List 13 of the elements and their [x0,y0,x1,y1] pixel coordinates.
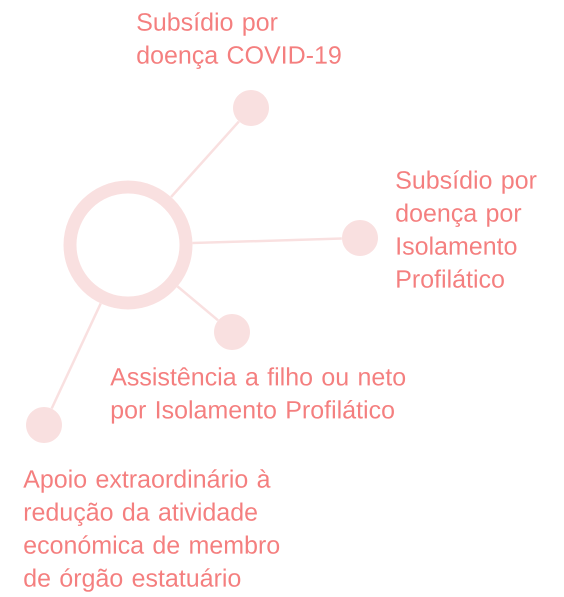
node-label: Apoio extraordinário à redução da atividade económica de membro de órgão estatuário [23,469,280,592]
ring [64,180,192,310]
dot [233,90,269,126]
connector-line [50,302,102,410]
dot [342,220,378,256]
dot [214,314,250,350]
node-label: Assistência a filho ou neto por Isolamento Profilático [110,367,406,424]
dot [26,407,62,443]
connector-line [170,120,240,198]
node-label: Subsídio por doença por Isolamento Profilático [396,170,536,288]
connector-line [176,285,219,322]
node-label: Subsídio por doença COVID-19 [137,12,341,69]
connector-line [192,237,342,244]
